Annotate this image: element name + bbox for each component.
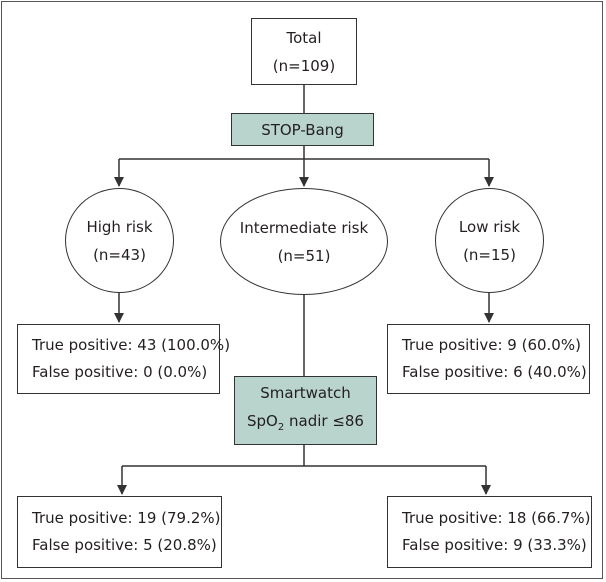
low-risk-result-box: True positive: 9 (60.0%) False positive:… <box>387 324 590 394</box>
smartwatch-node: Smartwatch SpO2 nadir ≤86 <box>234 376 377 445</box>
high-risk-false-positive: False positive: 0 (0.0%) <box>32 363 208 381</box>
low-risk-count: (n=15) <box>463 245 516 264</box>
high-risk-node: High risk (n=43) <box>65 188 174 293</box>
criterion-suffix: nadir ≤86 <box>284 412 364 430</box>
smartwatch-left-true-positive: True positive: 19 (79.2%) <box>32 509 221 527</box>
criterion-prefix: SpO <box>247 412 278 430</box>
smartwatch-criterion: SpO2 nadir ≤86 <box>247 407 364 442</box>
smartwatch-label: Smartwatch <box>260 384 351 402</box>
smartwatch-right-result-box: True positive: 18 (66.7%) False positive… <box>387 496 592 568</box>
total-count: (n=109) <box>272 56 336 75</box>
smartwatch-left-result-box: True positive: 19 (79.2%) False positive… <box>17 496 222 568</box>
smartwatch-right-true-positive: True positive: 18 (66.7%) <box>402 509 591 527</box>
total-node: Total (n=109) <box>251 18 357 85</box>
high-risk-label: High risk <box>86 217 153 236</box>
smartwatch-left-false-positive: False positive: 5 (20.8%) <box>32 536 217 554</box>
low-risk-node: Low risk (n=15) <box>435 188 544 293</box>
high-risk-result-box: True positive: 43 (100.0%) False positiv… <box>17 324 231 394</box>
intermediate-risk-label: Intermediate risk <box>239 218 369 237</box>
intermediate-risk-node: Intermediate risk (n=51) <box>220 188 388 295</box>
high-risk-true-positive: True positive: 43 (100.0%) <box>32 336 231 354</box>
smartwatch-right-false-positive: False positive: 9 (33.3%) <box>402 536 587 554</box>
criterion-subscript: 2 <box>277 422 285 433</box>
intermediate-risk-count: (n=51) <box>277 246 331 265</box>
low-risk-label: Low risk <box>458 217 521 236</box>
low-risk-true-positive: True positive: 9 (60.0%) <box>402 336 581 354</box>
high-risk-count: (n=43) <box>93 245 146 264</box>
low-risk-false-positive: False positive: 6 (40.0%) <box>402 363 587 381</box>
total-label: Total <box>286 28 322 47</box>
stop-bang-label: STOP-Bang <box>261 120 344 139</box>
stop-bang-node: STOP-Bang <box>231 113 374 146</box>
